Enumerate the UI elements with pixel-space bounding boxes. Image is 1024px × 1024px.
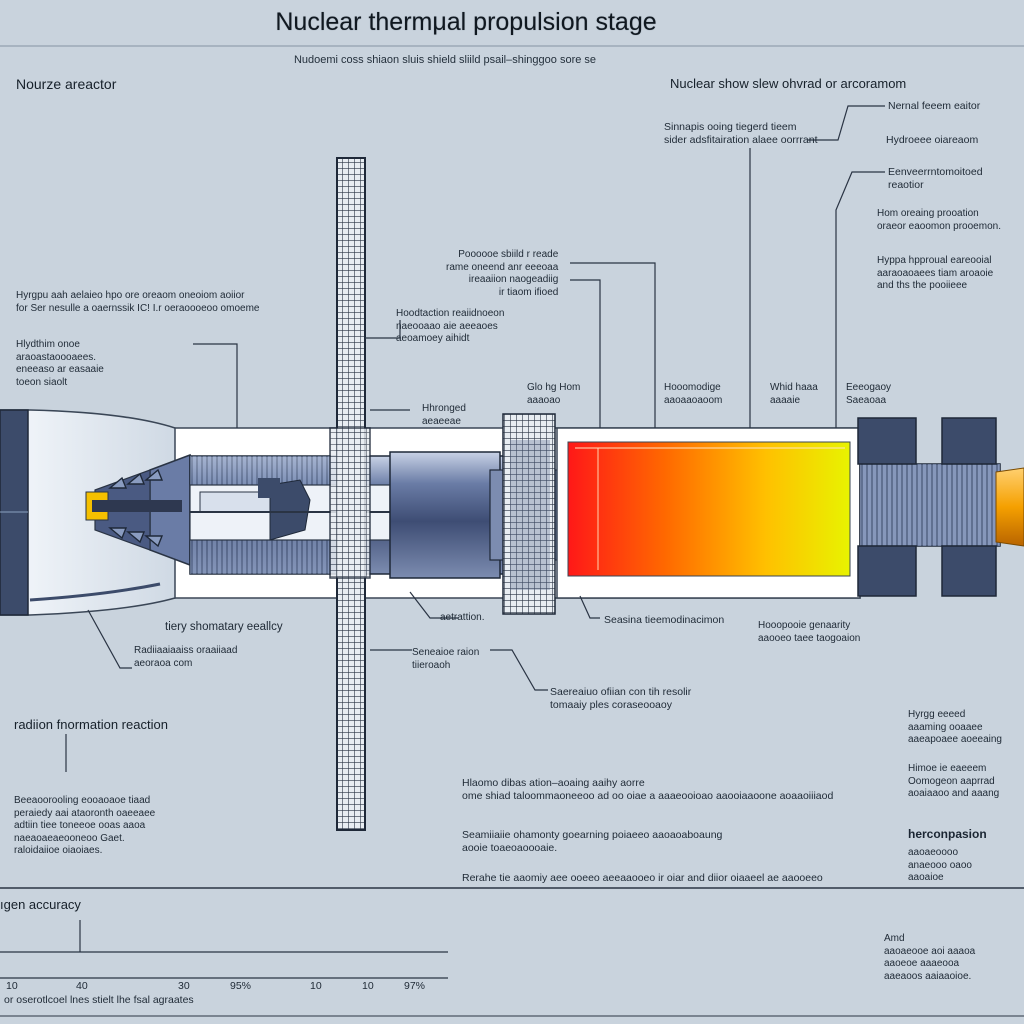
label-aetrattion: aetrattion. — [440, 612, 485, 623]
label-hlamma: Hlaomo dibas ation–aoaing aaihy aorre om… — [462, 777, 834, 802]
label-herconpasion: herconpasion — [908, 827, 987, 841]
label-nernal-feeem: Nernal feeem eaitor — [888, 100, 981, 112]
header-left: Nourze areactor — [16, 76, 117, 92]
label-shroged: Hhronged aeaeeae — [422, 403, 466, 427]
scale-tick: 10 — [6, 980, 18, 992]
label-hyppa: Hyppa hpproual eareooial aaraoaoaees tia… — [877, 255, 994, 291]
label-hythim: Hlydthim onoe araoastaoooaees. eneeaso a… — [16, 339, 104, 388]
label-tiery: tiery shomatary eeallcy — [165, 621, 283, 633]
scale-tick: 10 — [362, 980, 374, 992]
label-hooomod: Hooomodige aaoaaoaoom — [664, 382, 723, 406]
page-subtitle: Nudoemi coss shiaon sluis shield sliild … — [293, 54, 597, 66]
label-seasina: Seasina tieemodinacimon — [604, 614, 725, 626]
label-beeaorooling: Beeaoorooling eooaoaoe tiaad peraiedy aa… — [14, 795, 156, 856]
label-hom-coaring: Hom oreaing prooation oraeor eaoomon pro… — [877, 208, 1001, 232]
label-poooe-shield: Poooooe sbiild r reade rame oneend anr e… — [446, 249, 559, 298]
label-himoe: Himoe ie eaeeem Oomogeon aaprrad aoaiaao… — [908, 763, 1000, 799]
label-whid-haaa: Whid haaa aaaaie — [770, 382, 818, 406]
label-saereasiuo: Saereaiuo ofiian con tih resolir tomaaiy… — [550, 686, 692, 711]
scale-tick: 40 — [76, 980, 88, 992]
label-envermonal: Eenveerrntomoitoed reaotior — [888, 166, 983, 191]
label-glo-hg: Glo hg Hom aaaoao — [527, 382, 581, 406]
scale-tick: 10 — [310, 980, 322, 992]
label-hyrgg: Hyrgg eeeed aaaming ooaaee aaeapoaee aoe… — [908, 709, 1002, 745]
label-hyrogen-left: Hyrgpu aah aelaieo hpo ore oreaom oneoio… — [16, 290, 260, 314]
header-bottom-left: ıgen accuracy — [0, 897, 81, 912]
header-right: Nuclear show slew ohvrad or arcoramom — [670, 76, 907, 91]
scale-tick: 95% — [230, 980, 252, 992]
label-rerahe: Rerahe tie aaomiy aee ooeeo aeeaaooeo ir… — [462, 872, 823, 884]
label-radiiaati: Radiiaaiaaiss oraaiiaad aeoraoa com — [134, 645, 238, 669]
label-seneaioe: Seneaioe raion tiieroaoh — [412, 647, 480, 671]
label-amd: Amd aaoaeooe aoi aaaoa aaoeoe aaaeooa aa… — [884, 933, 976, 982]
header-lower-left: radiion fnormation reaction — [14, 717, 168, 732]
scale-tick: 97% — [404, 980, 426, 992]
bottom-caption: or oserotlcoel lnes stielt lhe fsal agra… — [4, 994, 194, 1006]
page-title: Nuclear thermμal propulsion stage — [275, 8, 657, 36]
label-herc-sub: aaoaeoooo anaeooo oaoo aaoaioe — [908, 847, 972, 883]
label-hoopooie: Hooopooie genaarity aaooeo taee taogoaio… — [758, 620, 861, 644]
label-sinnapis: Sinnapis ooing tiegerd tieem sider adsfi… — [664, 121, 818, 146]
label-seamiaiie: Seamiiaiie ohamonty goearning poiaeeo aa… — [462, 829, 723, 854]
label-hydroeee: Hydroeee oiareaom — [886, 134, 979, 146]
scale-tick: 30 — [178, 980, 190, 992]
label-eeogny: Eeeogaoy Saeaoaa — [846, 382, 892, 406]
label-hoodtaction: Hoodtaction reaiidnoeon naeooaao aie aee… — [396, 308, 505, 344]
